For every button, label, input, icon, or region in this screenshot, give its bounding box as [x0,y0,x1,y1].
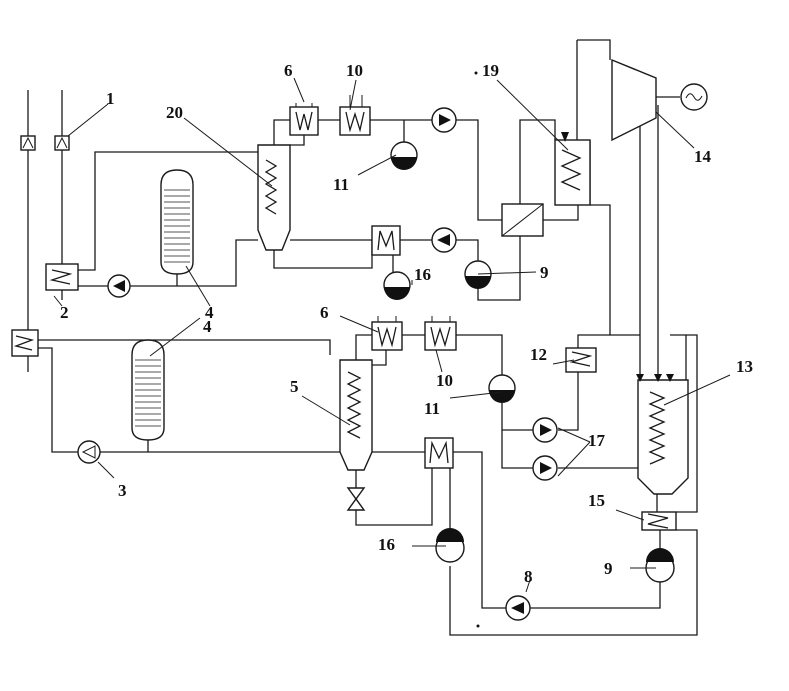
pipe-pump17-to-12 [558,372,579,431]
filter-1-right [54,135,70,151]
dot-marker-bottom [476,624,480,628]
drum-11-upper [390,141,418,170]
drum-11-lower [488,374,516,403]
pump-17b [532,455,558,481]
label-3: 3 [118,481,127,500]
column-13 [636,374,689,495]
label-17: 17 [588,431,606,450]
pipe-pump8-drum9 [530,582,661,609]
pipe-pump-to-drum9 [456,239,479,262]
pipe-to-pump8 [481,470,506,609]
label-20: 20 [166,103,183,122]
valve [346,487,366,511]
pipe-valve-to-hx [355,468,433,526]
tank-4-upper [160,169,194,275]
label-9-upper: 9 [540,263,549,282]
pipe-12-out [577,334,610,348]
turbine-14 [611,58,657,142]
drum-16-lower [435,528,465,563]
pipe-20-to-6 [273,119,290,145]
pipe-turbine-inlet [577,39,611,60]
label-16-upper: 16 [414,265,431,284]
pipe-hx-right [450,451,483,470]
pump-upper-left [107,274,131,298]
pipe-hx-to-19b [543,205,579,221]
label-6-upper: 6 [284,61,293,80]
pipe-10-to-drum11 [456,334,503,375]
label-15: 15 [588,491,605,510]
heat-exchanger-lower-mid [424,437,454,469]
label-1: 1 [106,89,115,108]
label-14: 14 [694,147,712,166]
label-4-lower: 4 [205,303,214,322]
label-5: 5 [290,377,299,396]
pipe-5-to-6 [355,334,372,360]
leader-lines [53,77,731,593]
evaporator-19 [554,132,591,206]
label-11-lower: 11 [424,399,440,418]
pipe-6-return-lower [370,350,387,366]
generator [680,83,708,111]
label-6-lower: 6 [320,303,329,322]
label-16-lower: 16 [378,535,395,554]
pump-17a [532,417,558,443]
tank-4-lower [131,339,165,441]
pipe-hx2-to-20 [78,151,258,271]
pump-mid [431,227,457,253]
pipe-hx2-to-5 [36,339,331,355]
column-20 [257,144,291,251]
pipe-6-return [290,135,305,146]
pipe-drum9-to-hx [477,236,521,301]
condenser-6-lower [371,316,403,351]
pump-3 [77,440,101,464]
pipe-pump-to-hx [456,119,502,221]
pipe-15-up [676,334,698,513]
condenser-10-upper [339,95,371,136]
pipe-20-bottom [273,240,373,269]
label-12: 12 [530,345,547,364]
label-9-lower: 9 [604,559,613,578]
condenser-6-upper [289,103,319,136]
label-13: 13 [736,357,753,376]
plate-heat-exchanger [501,203,544,237]
pipe-pump-to-tank4 [130,239,258,287]
filter-1-left [20,135,36,151]
heat-exchanger-upper [45,263,79,291]
drum-9-lower [645,548,675,583]
label-8: 8 [524,567,533,586]
pipe-19-to-13 [590,204,640,336]
label-19: 19 [482,61,499,80]
label-4: 4 [203,317,212,336]
pipe-hx2-to-pump3 [36,347,78,453]
dot-marker [474,71,478,75]
pipe-13-top [670,334,687,380]
drum-16-upper [383,271,411,300]
pump-8 [505,595,531,621]
heat-exchanger-upper-mid [371,225,401,256]
column-5 [339,359,373,471]
label-10-upper: 10 [346,61,363,80]
pipe-drum11-pump17b [501,430,533,469]
label-10-lower: 10 [436,371,453,390]
heat-exchanger-12 [565,347,597,373]
pipe-bottom-loop [449,529,698,636]
condenser-10-lower [424,316,457,351]
heat-exchanger-2 [11,329,39,357]
label-11-upper: 11 [333,175,349,194]
pipe-drum11-pump17a [501,400,533,431]
label-2: 2 [60,303,69,322]
pump-top [431,107,457,133]
drum-9-upper [464,260,492,289]
heat-exchanger-15 [641,511,677,531]
